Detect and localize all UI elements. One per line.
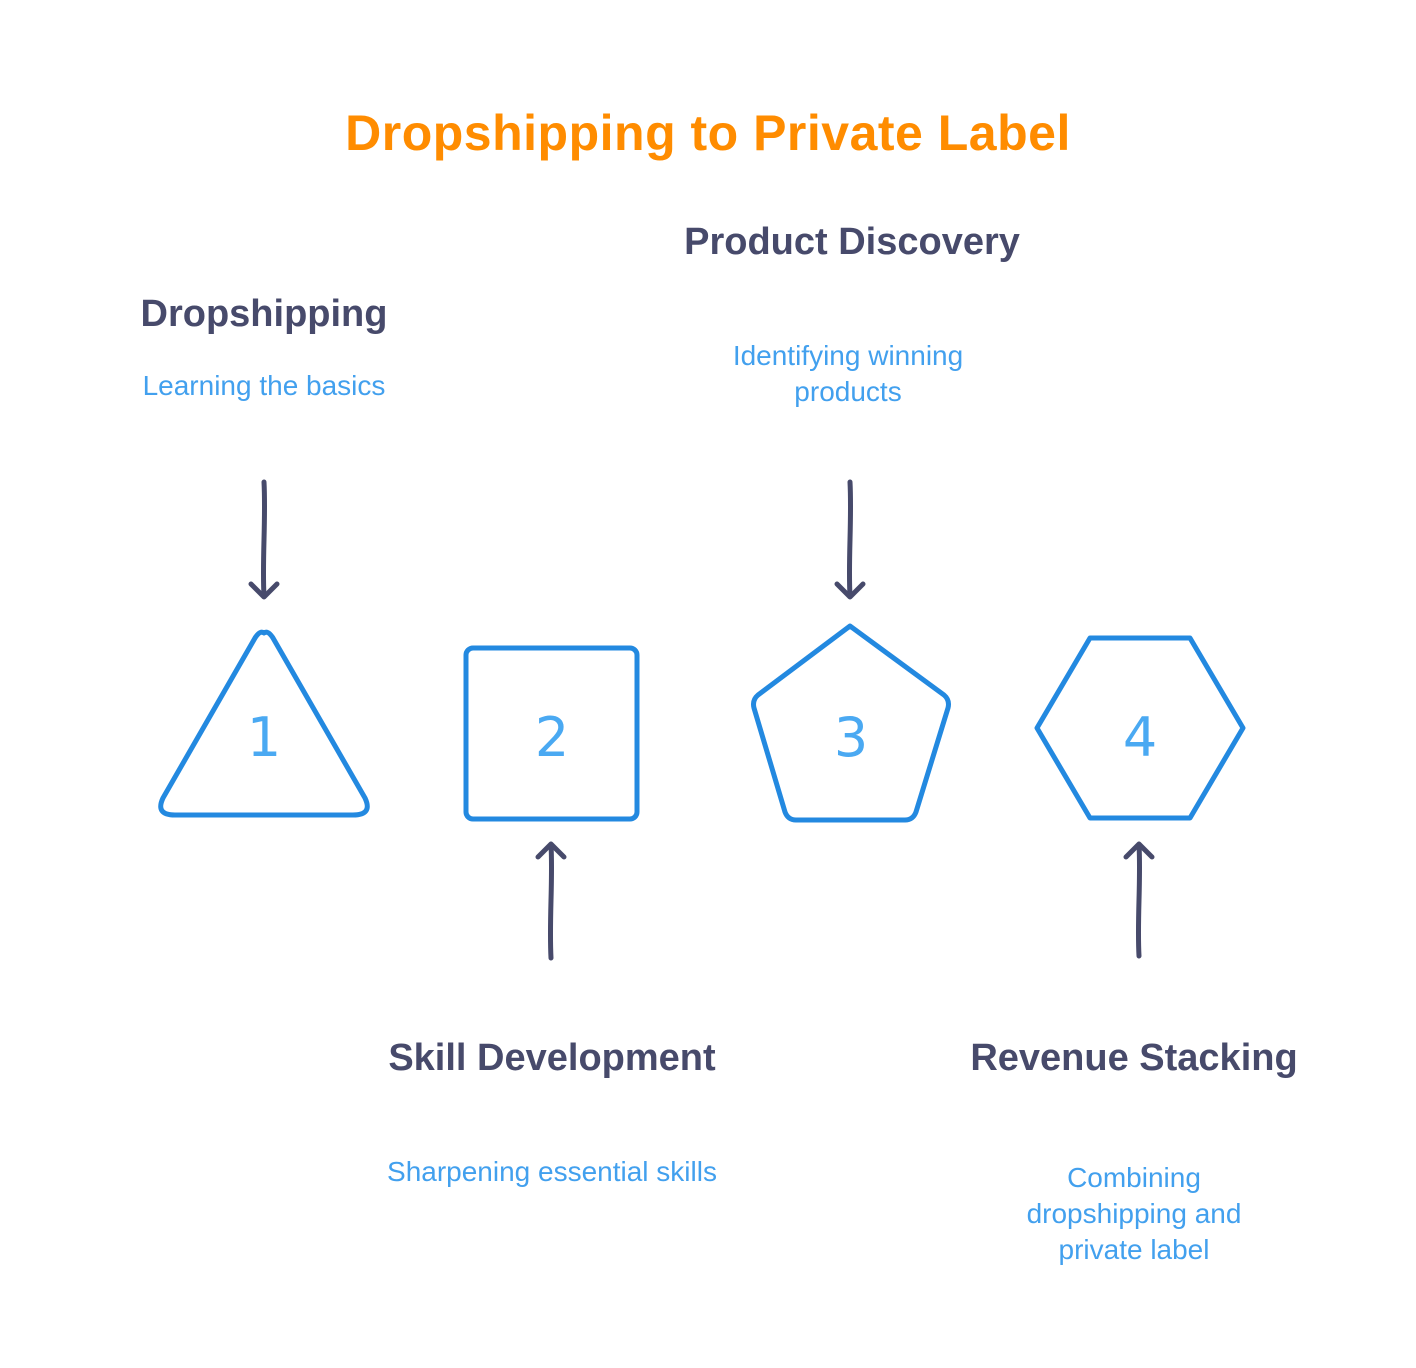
stage-3-title: Product Discovery: [684, 221, 1020, 263]
stage-4-number: 4: [1123, 706, 1157, 769]
stage-1-number: 1: [247, 706, 281, 769]
diagram-title: Dropshipping to Private Label: [345, 105, 1071, 161]
arrow-up-icon: [535, 841, 567, 961]
stage-1-title: Dropshipping: [140, 293, 388, 335]
stage-2-description: Sharpening essential skills: [387, 1156, 717, 1187]
stage-1-description: Learning the basics: [142, 370, 386, 401]
stage-2-title: Skill Development: [388, 1037, 716, 1079]
stage-2-number: 2: [535, 706, 569, 769]
stage-1-triangle-shape: 1: [158, 629, 370, 818]
stage-3-description: Identifying winning products: [732, 340, 964, 407]
stage-3-number: 3: [834, 706, 868, 769]
stage-4-description: Combining dropshipping and private label: [1026, 1162, 1242, 1265]
stage-4-title: Revenue Stacking: [970, 1037, 1298, 1079]
arrow-down-icon: [248, 479, 280, 600]
arrow-up-icon: [1123, 841, 1155, 959]
stage-2-square-shape: 2: [463, 645, 640, 822]
arrow-down-icon: [834, 479, 866, 600]
stage-4-hexagon-shape: 4: [1034, 635, 1246, 821]
stage-3-pentagon-shape: 3: [751, 623, 951, 823]
